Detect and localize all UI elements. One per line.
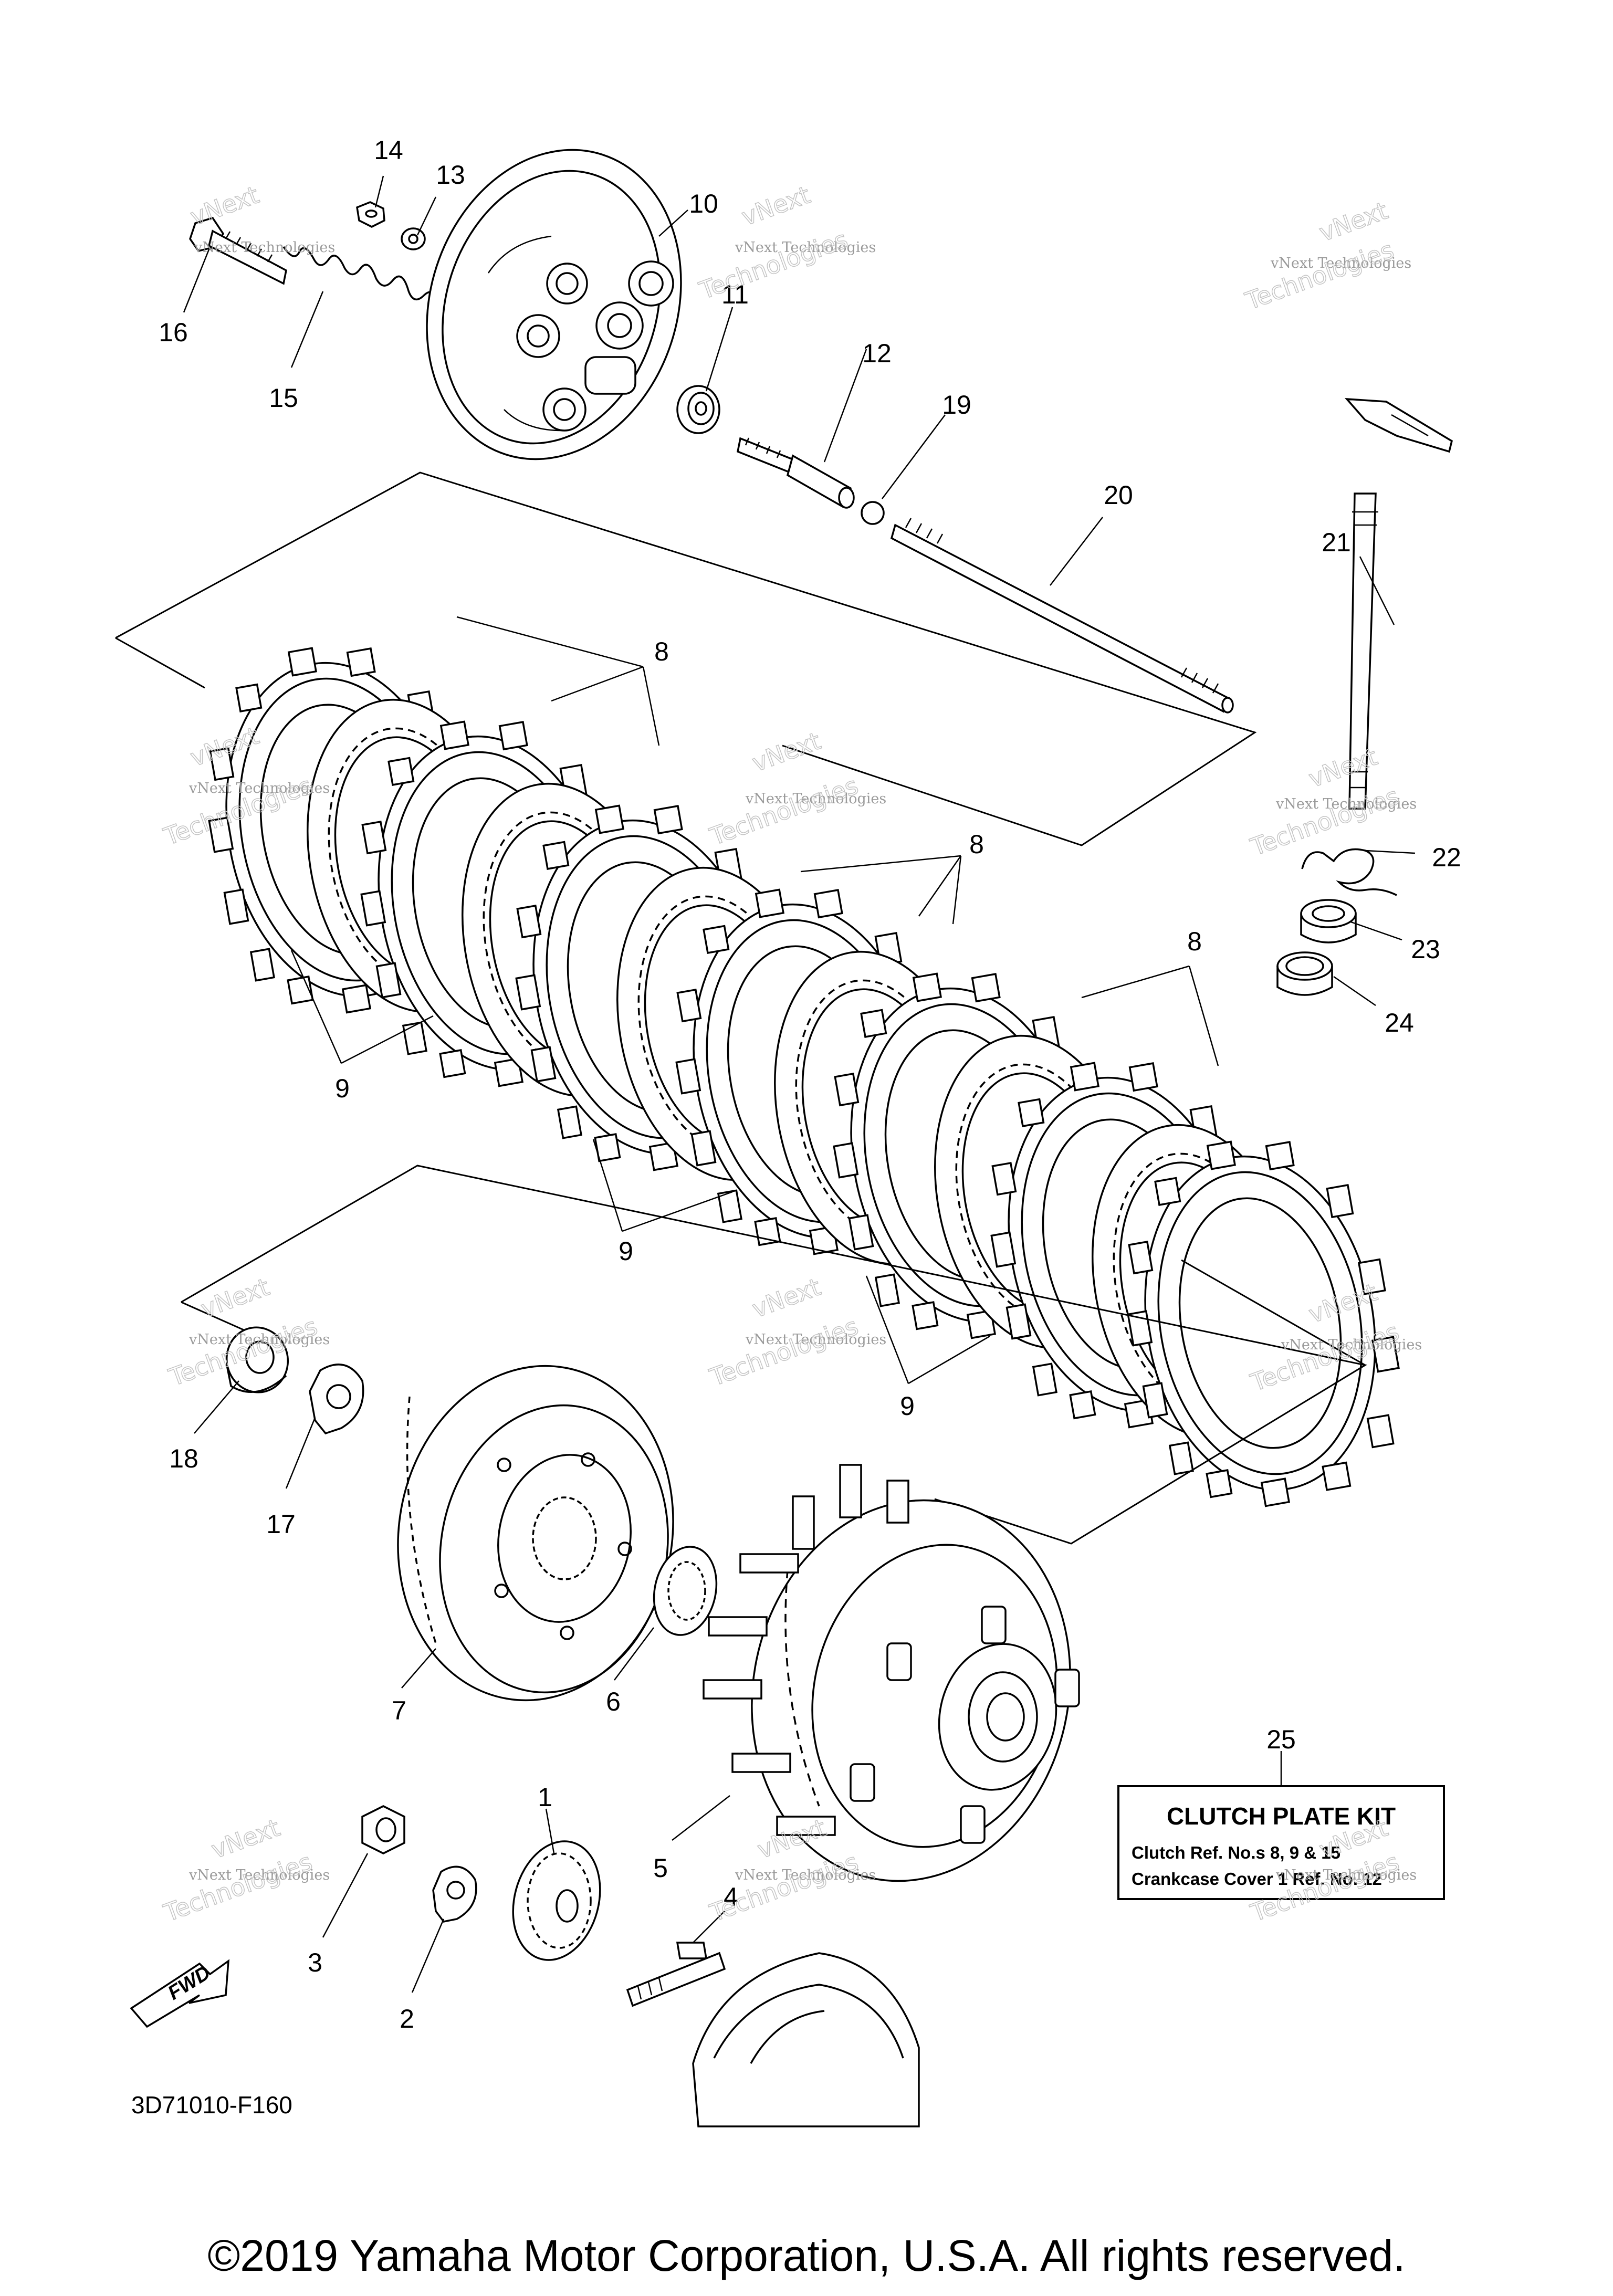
watermark-prefix: vNext: [207, 1813, 284, 1864]
watermark-text: vNext Technologies: [745, 791, 886, 807]
ball-19: [861, 501, 885, 525]
bolt-16: [189, 216, 287, 285]
watermark-prefix: vNext: [738, 181, 814, 232]
watermark-prefix: vNext: [1305, 742, 1381, 793]
push-rod-12: [736, 437, 855, 509]
part-number-8-b: 8: [969, 830, 984, 859]
watermark-text: vNext Technologies: [1281, 1337, 1422, 1353]
part-number-13: 13: [436, 160, 465, 190]
part-number-7: 7: [392, 1696, 406, 1725]
watermark-brand: Technologies: [160, 1848, 316, 1927]
part-number-19: 19: [942, 390, 971, 420]
watermark-text: vNext Technologies: [188, 1332, 330, 1348]
watermark-brand: Technologies: [706, 1312, 862, 1392]
torsion-spring-22: [1301, 848, 1397, 896]
watermark-text: vNext Technologies: [735, 1867, 876, 1883]
bearing-11: [676, 385, 720, 434]
watermark-brand: Technologies: [1247, 782, 1402, 862]
clutch-housing-5: [703, 1464, 1080, 1882]
part-number-11: 11: [721, 280, 749, 309]
lock-washer-17: [309, 1364, 364, 1435]
part-number-21: 21: [1322, 528, 1351, 557]
watermark-brand: Technologies: [695, 225, 851, 305]
part-number-9-a: 9: [335, 1074, 350, 1103]
part-number-25: 25: [1266, 1725, 1296, 1754]
watermark-prefix: vNext: [186, 181, 263, 232]
watermark-text: vNext Technologies: [1275, 1867, 1417, 1883]
nut-14: [356, 201, 385, 228]
part-number-9-b: 9: [619, 1236, 633, 1266]
nut-3: [361, 1805, 405, 1854]
part-number-14: 14: [374, 135, 403, 165]
part-number-3: 3: [308, 1948, 322, 1977]
nut-18: [225, 1326, 289, 1393]
part-number-17: 17: [266, 1509, 296, 1539]
part-number-1: 1: [538, 1783, 552, 1812]
kit-box-title: CLUTCH PLATE KIT: [1167, 1802, 1396, 1830]
part-number-6: 6: [606, 1687, 621, 1716]
part-number-24: 24: [1385, 1008, 1414, 1037]
watermark-text: vNext Technologies: [188, 1867, 330, 1883]
part-number-8-c: 8: [1187, 927, 1202, 956]
leader-lines: [183, 175, 1416, 1993]
part-number-16: 16: [159, 318, 188, 347]
oil-seal-23: [1300, 899, 1357, 943]
watermark-text: vNext Technologies: [745, 1332, 886, 1348]
part-number-23: 23: [1411, 935, 1440, 964]
part-number-9-c: 9: [900, 1391, 915, 1421]
part-number-12: 12: [862, 339, 892, 368]
part-number-20: 20: [1104, 480, 1133, 510]
watermark-brand: Technologies: [1241, 236, 1397, 316]
watermark-prefix: vNext: [748, 1273, 824, 1324]
spring-15: [282, 246, 441, 307]
watermark-prefix: vNext: [748, 727, 824, 778]
part-number-22: 22: [1432, 843, 1461, 872]
washer-13: [401, 227, 426, 250]
kit-box-line-1: Clutch Ref. No.s 8, 9 & 15: [1132, 1843, 1340, 1862]
part-number-8-a: 8: [654, 637, 669, 666]
watermark-prefix: vNext: [197, 1273, 273, 1324]
lock-washer-2: [432, 1865, 477, 1923]
primary-drive-gear-1: [512, 1840, 601, 1961]
watermark-text: vNext Technologies: [194, 239, 335, 256]
watermark-text: vNext Technologies: [1275, 796, 1417, 812]
part-number-10: 10: [689, 189, 718, 218]
watermark-text: vNext Technologies: [1270, 255, 1411, 271]
push-rod-20: [890, 518, 1234, 714]
kit-box-line-2: Crankcase Cover 1 Ref. No. 12: [1132, 1869, 1382, 1889]
diagram-code: 3D71010-F160: [131, 2091, 292, 2119]
part-number-15: 15: [269, 383, 298, 413]
clutch-plate-kit-box: CLUTCH PLATE KIT Clutch Ref. No.s 8, 9 &…: [1117, 1785, 1445, 1900]
bushing-24: [1276, 951, 1333, 996]
push-lever-21: [1344, 397, 1453, 810]
watermark-brand: Technologies: [706, 771, 862, 851]
fwd-arrow-icon: FWD: [130, 1959, 230, 2028]
part-number-18: 18: [169, 1444, 198, 1473]
watermark-text: vNext Technologies: [188, 780, 330, 796]
copyright-notice: ©2019 Yamaha Motor Corporation, U.S.A. A…: [207, 2231, 1405, 2280]
part-number-5: 5: [653, 1853, 668, 1883]
watermark-text: vNext Technologies: [735, 239, 876, 256]
part-number-4: 4: [724, 1882, 738, 1912]
part-number-2: 2: [400, 2004, 414, 2033]
crankshaft: [626, 1952, 920, 2127]
pressure-plate-10: [426, 149, 682, 460]
key-4: [676, 1942, 708, 1959]
thrust-plate-6: [653, 1546, 718, 1636]
part-number-labels: 14 13 10 16 15 11 12 19 20 21 8 8 8 22 2…: [159, 135, 1461, 2033]
